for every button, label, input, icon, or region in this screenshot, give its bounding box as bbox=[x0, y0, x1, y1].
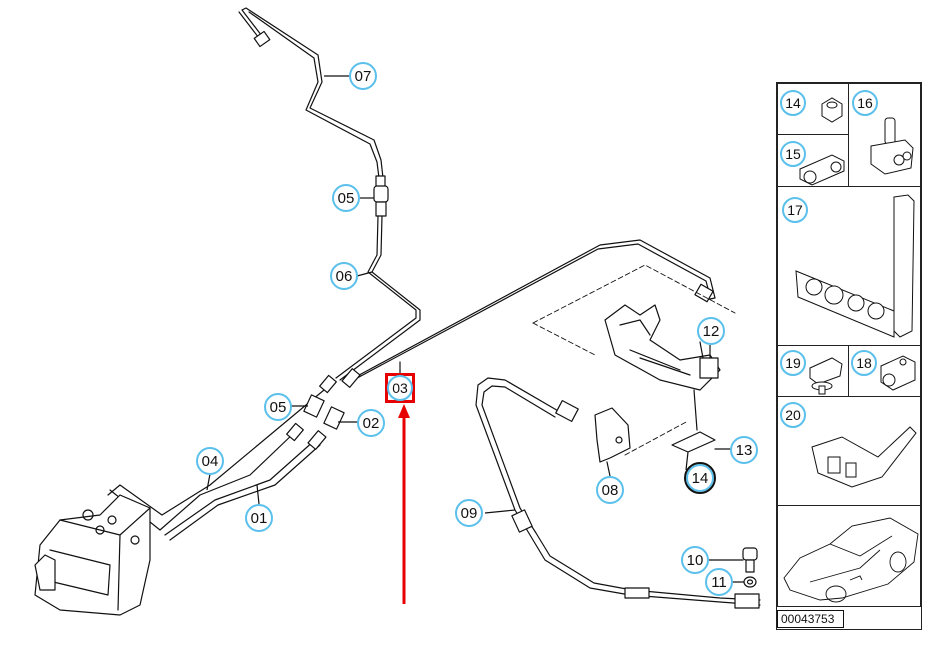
single-pipe-clip-icon bbox=[880, 355, 916, 391]
callout-04[interactable]: 04 bbox=[196, 447, 224, 475]
panel-callout-17[interactable]: 17 bbox=[782, 197, 808, 223]
bracket-08 bbox=[594, 407, 631, 477]
callout-09[interactable]: 09 bbox=[455, 499, 483, 527]
image-code-label: 00043753 bbox=[777, 610, 844, 628]
pipe-clip-stud-icon bbox=[809, 357, 843, 395]
callout-12[interactable]: 12 bbox=[697, 317, 725, 345]
banjo-bolt-10 bbox=[707, 547, 758, 573]
callout-11[interactable]: 11 bbox=[705, 568, 733, 596]
callout-08[interactable]: 08 bbox=[596, 476, 624, 504]
multi-pipe-holder-icon bbox=[795, 194, 915, 338]
callout-03[interactable]: 03 bbox=[387, 375, 413, 401]
vehicle-silhouette-icon bbox=[783, 517, 919, 603]
panel-cell-14[interactable]: 14 bbox=[777, 83, 849, 135]
callout-06[interactable]: 06 bbox=[330, 262, 358, 290]
brake-pipe-06 bbox=[335, 215, 421, 381]
callout-01[interactable]: 01 bbox=[245, 504, 273, 532]
sealing-washer-11 bbox=[732, 576, 757, 588]
panel-callout-20[interactable]: 20 bbox=[780, 402, 806, 428]
callout-10[interactable]: 10 bbox=[681, 546, 709, 574]
panel-callout-19[interactable]: 19 bbox=[780, 350, 806, 376]
assembly-outline bbox=[532, 264, 736, 456]
panel-cell-19[interactable]: 19 bbox=[777, 345, 849, 397]
panel-cell-16[interactable]: 16 bbox=[848, 83, 921, 187]
connector-02 bbox=[323, 406, 345, 430]
panel-callout-14[interactable]: 14 bbox=[780, 90, 806, 116]
brake-pipe-07 bbox=[238, 7, 386, 189]
brake-pipe-03 bbox=[345, 239, 716, 385]
brake-hose-09 bbox=[475, 377, 761, 609]
callout-07[interactable]: 07 bbox=[349, 62, 377, 90]
pipe-clip-holder-icon bbox=[870, 117, 914, 175]
highlight-box bbox=[385, 373, 415, 403]
plate-13 bbox=[671, 431, 731, 453]
leader-lines bbox=[206, 75, 711, 514]
abs-hydraulic-unit bbox=[34, 494, 151, 616]
panel-cell-20[interactable]: 20 bbox=[777, 396, 921, 506]
connector-05-top bbox=[373, 185, 389, 217]
callout-13[interactable]: 13 bbox=[730, 436, 758, 464]
callout-05-middle[interactable]: 05 bbox=[264, 393, 292, 421]
callout-14[interactable]: 14 bbox=[684, 462, 716, 494]
panel-callout-15[interactable]: 15 bbox=[780, 141, 806, 167]
hex-nut-icon bbox=[821, 97, 843, 123]
bracket-assembly-12 bbox=[604, 304, 721, 431]
panel-callout-16[interactable]: 16 bbox=[852, 90, 878, 116]
highlight-arrow bbox=[398, 404, 410, 604]
double-pipe-clip-icon bbox=[799, 154, 845, 186]
panel-cell-18[interactable]: 18 bbox=[848, 345, 921, 397]
panel-cell-vehicle bbox=[777, 505, 921, 607]
panel-cell-17[interactable]: 17 bbox=[777, 186, 921, 346]
panel-cell-15[interactable]: 15 bbox=[777, 134, 849, 187]
pipe-bracket-icon bbox=[811, 426, 917, 488]
connector-05-middle bbox=[303, 394, 325, 418]
callout-05-top[interactable]: 05 bbox=[332, 184, 360, 212]
panel-callout-18[interactable]: 18 bbox=[851, 350, 877, 376]
callout-02[interactable]: 02 bbox=[357, 409, 385, 437]
parts-side-panel: 14 16 15 17 19 18 20 bbox=[776, 82, 922, 630]
